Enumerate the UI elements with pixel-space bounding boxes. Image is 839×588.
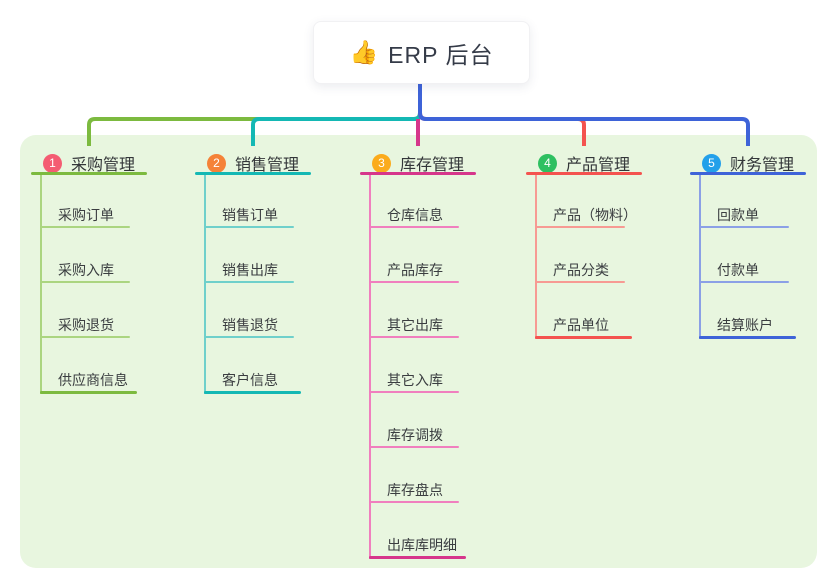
child-underline (369, 391, 459, 393)
child-rail (699, 175, 701, 339)
branch-label: 采购管理 (71, 157, 136, 174)
child-node[interactable]: 采购退货 (58, 317, 114, 333)
branch-node[interactable]: 5 财务管理 (702, 151, 794, 175)
child-underline (369, 226, 459, 228)
branch-underline (360, 172, 476, 175)
child-underline (369, 336, 459, 338)
branch-number-badge: 5 (702, 153, 721, 173)
mindmap-panel (20, 135, 817, 568)
branch-number-badge: 2 (207, 153, 226, 173)
child-node[interactable]: 产品单位 (553, 317, 609, 333)
child-underline (535, 281, 625, 283)
child-node[interactable]: 付款单 (717, 262, 759, 278)
child-underline (699, 226, 789, 228)
child-underline (204, 281, 294, 283)
child-node[interactable]: 其它出库 (387, 317, 443, 333)
child-node[interactable]: 结算账户 (717, 317, 773, 333)
child-node[interactable]: 产品库存 (387, 262, 443, 278)
child-rail (40, 175, 42, 394)
child-underline (40, 281, 130, 283)
thumbs-up-icon: 👍 (349, 39, 379, 65)
child-underline (40, 391, 137, 394)
child-underline (535, 226, 625, 228)
child-node[interactable]: 其它入库 (387, 372, 443, 388)
child-underline (204, 226, 294, 228)
child-underline (204, 336, 294, 338)
branch-label: 销售管理 (235, 157, 300, 174)
child-node[interactable]: 销售退货 (222, 317, 278, 333)
child-node[interactable]: 销售出库 (222, 262, 278, 278)
branch-number-badge: 4 (538, 153, 557, 173)
child-underline (369, 556, 466, 559)
child-node[interactable]: 产品（物料） (553, 207, 637, 223)
child-underline (40, 226, 130, 228)
child-node[interactable]: 销售订单 (222, 207, 278, 223)
child-node[interactable]: 回款单 (717, 207, 759, 223)
root-label: ERP 后台 (388, 41, 494, 68)
child-node[interactable]: 库存盘点 (387, 482, 443, 498)
branch-underline (195, 172, 311, 175)
child-node[interactable]: 客户信息 (222, 372, 278, 388)
child-node[interactable]: 采购入库 (58, 262, 114, 278)
child-underline (40, 336, 130, 338)
branch-number-badge: 3 (372, 153, 391, 173)
branch-node[interactable]: 2 销售管理 (207, 151, 299, 175)
branch-number-badge: 1 (43, 153, 62, 173)
child-rail (535, 175, 537, 339)
branch-underline (31, 172, 147, 175)
child-underline (369, 281, 459, 283)
child-rail (369, 175, 371, 559)
child-underline (699, 281, 789, 283)
branch-label: 库存管理 (400, 157, 465, 174)
branch-node[interactable]: 1 采购管理 (43, 151, 135, 175)
child-node[interactable]: 产品分类 (553, 262, 609, 278)
child-rail (204, 175, 206, 394)
child-node[interactable]: 仓库信息 (387, 207, 443, 223)
child-node[interactable]: 出库库明细 (387, 537, 457, 553)
branch-label: 财务管理 (730, 157, 795, 174)
child-underline (369, 446, 459, 448)
child-underline (369, 501, 459, 503)
child-underline (535, 336, 632, 339)
root-node[interactable]: 👍 ERP 后台 (313, 21, 530, 84)
branch-label: 产品管理 (566, 157, 631, 174)
branch-node[interactable]: 4 产品管理 (538, 151, 630, 175)
child-node[interactable]: 库存调拨 (387, 427, 443, 443)
branch-node[interactable]: 3 库存管理 (372, 151, 464, 175)
child-node[interactable]: 采购订单 (58, 207, 114, 223)
child-underline (699, 336, 796, 339)
child-underline (204, 391, 301, 394)
branch-underline (690, 172, 806, 175)
branch-underline (526, 172, 642, 175)
child-node[interactable]: 供应商信息 (58, 372, 128, 388)
